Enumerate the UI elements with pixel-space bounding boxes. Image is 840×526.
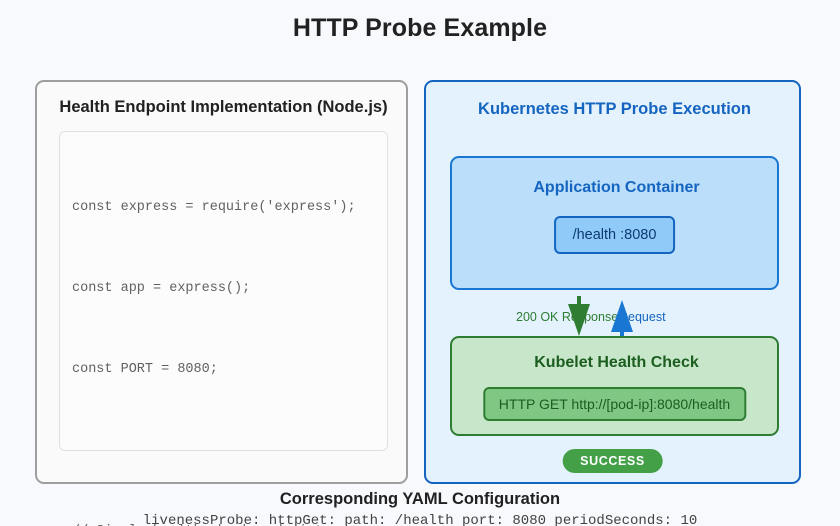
arrow-up-icon	[611, 300, 633, 340]
kubelet-health-check-box: Kubelet Health Check HTTP GET http://[po…	[450, 336, 779, 436]
yaml-section-title: Corresponding YAML Configuration	[279, 490, 561, 508]
kubelet-title: Kubelet Health Check	[534, 354, 699, 371]
arrow-down-icon	[568, 296, 590, 336]
application-container-title: Application Container	[533, 179, 700, 196]
code-lines: const express = require('express'); cons…	[72, 140, 492, 526]
page-title: HTTP Probe Example	[292, 14, 548, 42]
code-line: const app = express();	[72, 281, 251, 296]
health-endpoint-badge: /health :8080	[553, 216, 676, 254]
application-container-box: Application Container /health :8080	[450, 156, 779, 290]
left-panel-title: Health Endpoint Implementation (Node.js)	[59, 98, 388, 116]
http-get-request-badge: HTTP GET http://[pod-ip]:8080/health	[482, 387, 747, 421]
probe-arrows: 200 OK Response Request	[426, 292, 803, 352]
code-line: const PORT = 8080;	[72, 362, 218, 377]
health-endpoint-panel: Health Endpoint Implementation (Node.js)…	[35, 80, 408, 526]
status-badge: SUCCESS	[562, 449, 663, 473]
right-panel-title: Kubernetes HTTP Probe Execution	[478, 100, 751, 118]
probe-execution-panel: Kubernetes HTTP Probe Execution Applicat…	[424, 80, 801, 484]
code-block: const express = require('express'); cons…	[59, 131, 388, 526]
yaml-config-line: livenessProbe: httpGet: path: /health po…	[142, 513, 698, 526]
code-line: const express = require('express');	[72, 200, 356, 215]
code-line: // Simple health check endpoint	[72, 518, 492, 526]
response-label: 200 OK Response	[516, 310, 619, 324]
request-label: Request	[619, 310, 666, 324]
